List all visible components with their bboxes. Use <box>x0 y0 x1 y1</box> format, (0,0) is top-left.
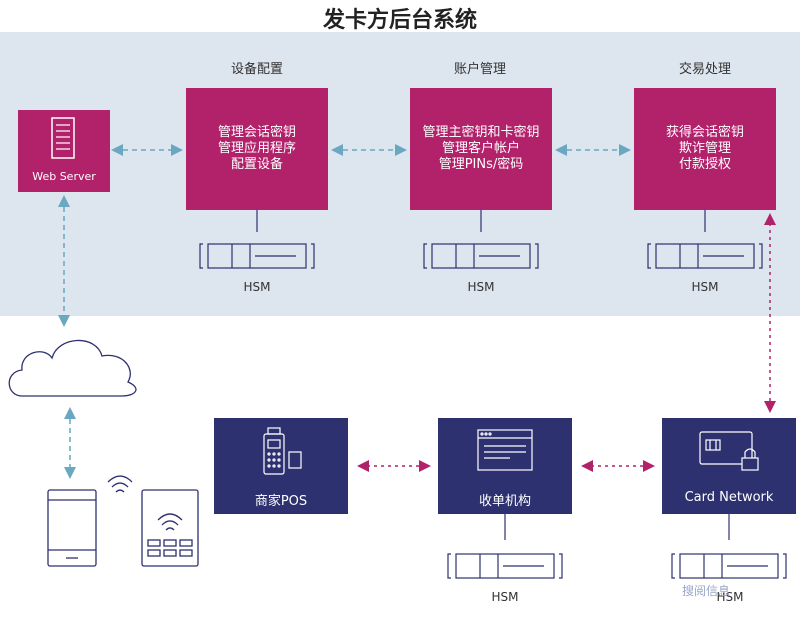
account-management-line-1: 管理主密钥和卡密钥 <box>422 125 540 140</box>
acquirer-box: 收单机构 <box>438 418 572 514</box>
hsm-label-acquirer: HSM <box>491 590 519 604</box>
device-config-line-3: 配置设备 <box>230 157 283 172</box>
web-server-label: Web Server <box>32 170 96 183</box>
hsm-device-4 <box>447 514 563 579</box>
card-network-box: Card Network <box>662 418 796 514</box>
hsm-device-5 <box>671 514 787 579</box>
column-label-device-config: 设备配置 <box>230 62 283 77</box>
merchant-pos-label: 商家POS <box>254 494 308 509</box>
payment-terminal-icon <box>141 489 199 567</box>
hsm-label-device-config: HSM <box>243 280 271 294</box>
acquirer-label: 收单机构 <box>478 494 531 509</box>
watermark: 搜阅信息 <box>682 584 731 598</box>
smartphone-icon <box>47 489 97 567</box>
hsm-label-transaction-processing: HSM <box>691 280 719 294</box>
device-config-line-2: 管理应用程序 <box>217 141 296 156</box>
column-label-transaction-processing: 交易处理 <box>678 62 731 77</box>
diagram-title: 发卡方后台系统 <box>322 8 477 33</box>
device-config-line-1: 管理会话密钥 <box>217 125 296 140</box>
transaction-processing-line-1: 获得会话密钥 <box>665 125 744 140</box>
account-management-box: 管理主密钥和卡密钥 管理客户帐户 管理PINs/密码 <box>410 88 552 210</box>
hsm-label-account-management: HSM <box>467 280 495 294</box>
column-label-account-management: 账户管理 <box>453 62 506 77</box>
hsm-label-card-network: HSM <box>716 590 744 604</box>
internet-label: Internet <box>44 367 96 382</box>
transaction-processing-line-2: 欺诈管理 <box>678 141 731 156</box>
transaction-processing-box: 获得会话密钥 欺诈管理 付款授权 <box>634 88 776 210</box>
account-management-line-2: 管理客户帐户 <box>441 141 520 156</box>
wifi-icon <box>107 475 133 493</box>
card-network-label: Card Network <box>684 490 774 505</box>
account-management-line-3: 管理PINs/密码 <box>438 157 524 172</box>
transaction-processing-line-3: 付款授权 <box>678 157 731 172</box>
merchant-pos-box: 商家POS <box>214 418 348 514</box>
device-config-box: 管理会话密钥 管理应用程序 配置设备 <box>186 88 328 210</box>
